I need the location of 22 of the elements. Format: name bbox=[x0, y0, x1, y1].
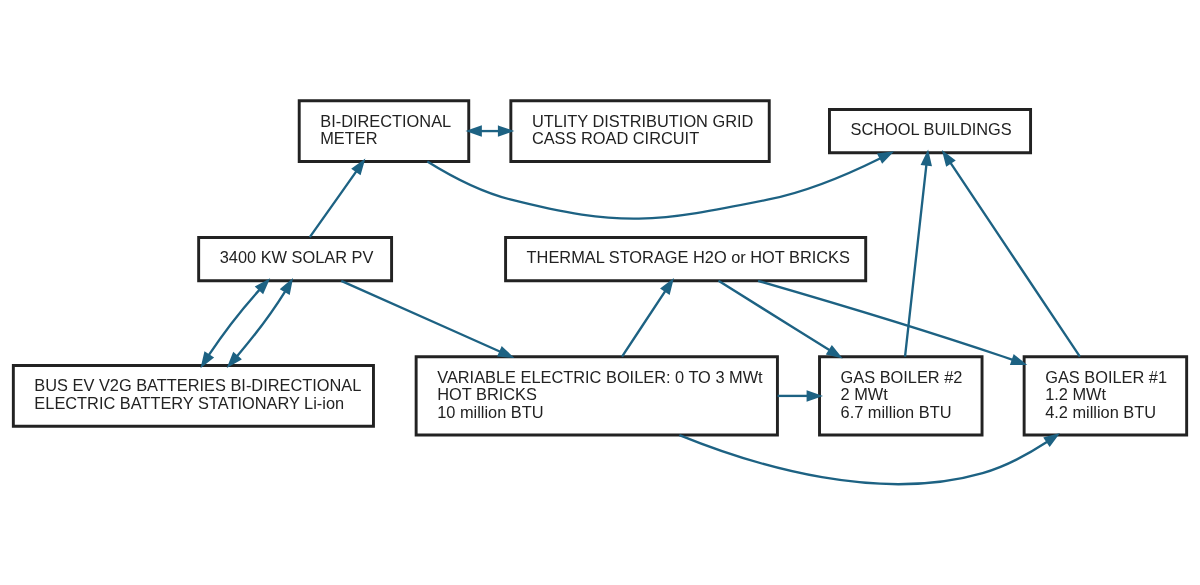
arrow bbox=[621, 278, 674, 358]
arrow bbox=[941, 149, 1081, 358]
node-box: THERMAL STORAGE H2O or HOT BRICKS bbox=[504, 236, 868, 283]
node-box: BI-DIRECTIONAL METER bbox=[297, 99, 471, 163]
arrow bbox=[717, 279, 843, 359]
node-box: GAS BOILER #2 2 MWt 6.7 million BTU bbox=[818, 355, 984, 437]
arrow bbox=[777, 390, 823, 402]
arrow bbox=[465, 125, 515, 137]
arrow bbox=[226, 277, 294, 368]
node-box: 3400 KW SOLAR PV bbox=[197, 236, 394, 283]
node-box: GAS BOILER #1 1.2 MWt 4.2 million BTU bbox=[1022, 355, 1189, 437]
arrow bbox=[308, 158, 366, 238]
node-box: VARIABLE ELECTRIC BOILER: 0 TO 3 MWt HOT BRICKS 10 million BTU bbox=[414, 355, 779, 437]
node-box: SCHOOL BUILDINGS bbox=[828, 108, 1033, 155]
arrow bbox=[903, 149, 932, 357]
arrow bbox=[200, 278, 271, 369]
arrow bbox=[426, 151, 895, 220]
node-box: BUS EV V2G BATTERIES BI-DIRECTIONAL ELECTRIC BATTERY STATIONARY Li-ion bbox=[11, 364, 375, 428]
node-box: UTLITY DISTRIBUTION GRID CASS ROAD CIRCUIT bbox=[509, 99, 771, 163]
arrow bbox=[678, 433, 1061, 486]
arrow bbox=[757, 279, 1028, 365]
arrow bbox=[340, 279, 515, 358]
